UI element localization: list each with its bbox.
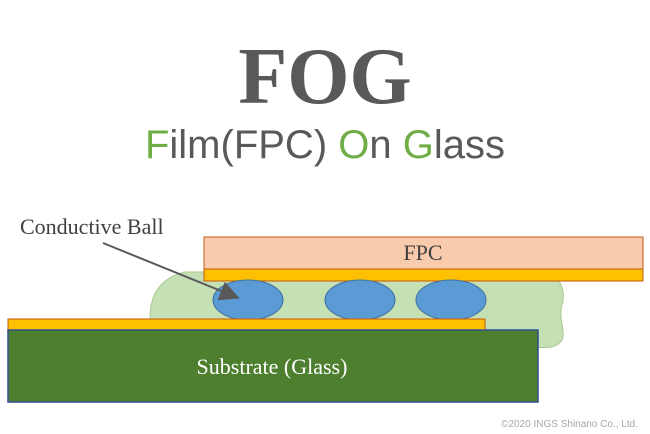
copyright-notice: ©2020 INGS Shinano Co., Ltd. — [501, 419, 638, 430]
subtitle-highlight-letter: O — [338, 123, 369, 167]
fpc-layer — [203, 236, 644, 270]
conductive-ball — [415, 279, 487, 321]
conductive-ball-arrow — [102, 242, 240, 301]
subtitle-highlight-letter: F — [145, 123, 169, 167]
substrate-label: Substrate (Glass) — [197, 354, 348, 379]
diagram-subtitle: Film(FPC) On Glass — [145, 123, 505, 167]
conductive-ball — [212, 279, 284, 321]
substrate-electrode — [7, 318, 486, 331]
subtitle-text-segment: ilm(FPC) — [169, 123, 338, 167]
conductive-ball — [324, 279, 396, 321]
subtitle-highlight-letter: G — [403, 123, 434, 167]
fpc-electrode — [203, 268, 644, 282]
conductive-ball-label: Conductive Ball — [20, 214, 164, 239]
subtitle-text-segment: n — [369, 123, 402, 167]
subtitle-text-segment: lass — [434, 123, 505, 167]
substrate-glass — [7, 329, 539, 403]
diagram-title: FOG — [238, 33, 411, 121]
fpc-label: FPC — [403, 240, 442, 265]
